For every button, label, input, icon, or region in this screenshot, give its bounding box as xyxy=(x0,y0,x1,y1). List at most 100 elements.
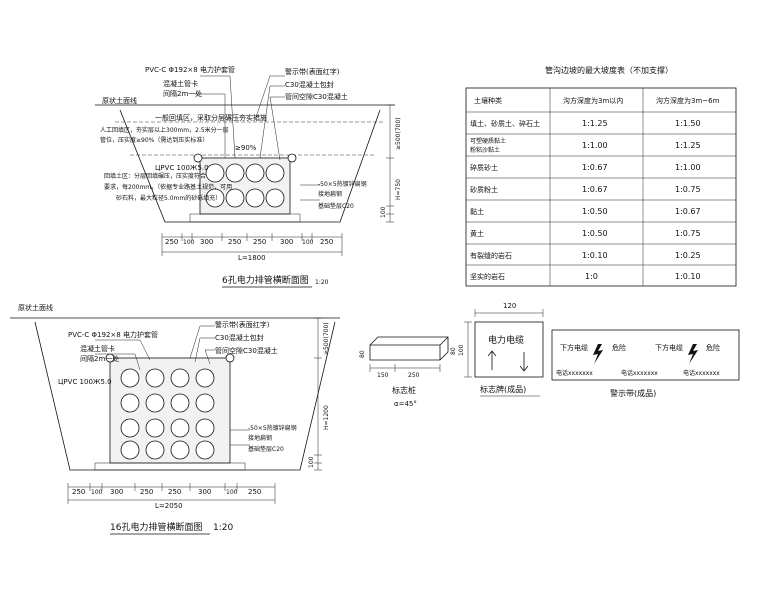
dim-6: 300 xyxy=(198,488,211,496)
post-dims xyxy=(369,364,441,372)
pipe xyxy=(245,188,265,208)
strip-phone-2: 电话xxxxxxx xyxy=(683,369,720,377)
dim-6: 300 xyxy=(280,238,293,246)
th-depth1: 沟方深度为3m以内 xyxy=(563,96,623,105)
title-16-hole: 16孔电力排管横断面图 xyxy=(110,521,202,533)
table-frame xyxy=(465,87,737,287)
pipe xyxy=(225,163,245,183)
label-c30: C30混凝土包封 xyxy=(285,80,334,89)
pipe xyxy=(195,368,215,388)
dim-vertical-ticks xyxy=(314,317,322,471)
label-warn-tape: 警示带(表面红字) xyxy=(285,67,340,76)
td-v1: 1:0.50 xyxy=(582,207,608,216)
plate-dim-h: 100 xyxy=(458,344,465,356)
pipe xyxy=(120,368,140,388)
lightning-icon xyxy=(688,344,698,364)
label-spacer-sub: 间隔2m一处 xyxy=(163,89,202,98)
strip-danger-2: 危险 xyxy=(706,343,720,352)
label-compact2: 管位，压实度≥90%（需达到压实标准） xyxy=(100,136,208,144)
label-original: 原状土面线 xyxy=(102,96,137,105)
dim-r2: H=750 xyxy=(395,179,402,200)
diagram-16-hole: 原状土面线 PVC-C Φ192×8 电力护套管 混凝土管卡 间隔2m一处 警示… xyxy=(10,303,340,535)
td-soil: 砂质粉土 xyxy=(470,185,498,194)
td-v2: 1:0.75 xyxy=(675,229,701,238)
label-steel: -50×5热镀锌扁钢 xyxy=(318,180,367,188)
leader xyxy=(194,337,215,363)
post-dim-h: 80 xyxy=(359,350,366,358)
table-col-lines xyxy=(549,88,644,286)
label-pvc: PVC-C Φ192×8 电力护套管 xyxy=(68,330,158,339)
dim-4: 250 xyxy=(140,488,153,496)
dim-3: 300 xyxy=(110,488,123,496)
dim-total: L=1800 xyxy=(238,254,266,262)
pipe xyxy=(145,368,165,388)
td-soil: 填土、砂质土、碎石土 xyxy=(470,119,540,128)
td-v1: 1:1.00 xyxy=(582,141,608,150)
leader xyxy=(204,349,215,365)
pipe xyxy=(265,163,285,183)
pipe xyxy=(170,393,190,413)
td-v2: 1:0.67 xyxy=(675,207,701,216)
dim-4: 250 xyxy=(228,238,241,246)
pipe xyxy=(120,440,140,460)
td-soil: 粉粘沙黏土 xyxy=(470,146,500,154)
label-base: 基础垫层C20 xyxy=(248,445,284,453)
label-warn-tape: 警示带(表面红字) xyxy=(215,320,270,329)
pipe xyxy=(145,393,165,413)
leader xyxy=(95,339,151,361)
leader xyxy=(195,93,226,158)
base-cushion xyxy=(94,462,246,471)
label-pvc2: ЦPVC 100Ж5.0 xyxy=(155,164,209,172)
pipe xyxy=(170,418,190,438)
td-v2: 1:0.25 xyxy=(675,251,701,260)
post-shape xyxy=(369,336,449,361)
arrow-down-icon xyxy=(519,352,529,372)
diagram-6-hole: PVC-C Φ192×8 电力护套管 混凝土管卡 间隔2m一处 警示带(表面红字… xyxy=(95,65,402,288)
label-original: 原状土面线 xyxy=(18,303,53,312)
label-spacer-sub: 间隔2m一处 xyxy=(80,354,119,363)
td-v1: 1:1.25 xyxy=(582,119,608,128)
label-c30: C30混凝土包封 xyxy=(215,333,264,342)
pipe xyxy=(170,368,190,388)
dim-ticks xyxy=(161,233,343,256)
td-v1: 1:0.10 xyxy=(582,251,608,260)
strip-label-2: 下方电缆 xyxy=(655,343,683,352)
td-soil: 有裂缝的岩石 xyxy=(470,251,512,260)
label-steel2: 接地扁钢 xyxy=(248,434,272,442)
dim-7: 100 xyxy=(226,489,238,496)
post-dim-w: 80 xyxy=(450,347,457,355)
plate-text: 电力电缆 xyxy=(488,334,524,346)
pipe xyxy=(145,440,165,460)
dim-7: 100 xyxy=(302,239,314,246)
th-soil: 土壤种类 xyxy=(474,96,502,105)
strip-danger-1: 危险 xyxy=(612,343,626,352)
dim-1: 250 xyxy=(165,238,178,246)
td-soil: 碎质砂土 xyxy=(470,163,498,172)
dim-1: 250 xyxy=(72,488,85,496)
dim-2: 100 xyxy=(183,239,195,246)
pipe xyxy=(245,163,265,183)
dim-total: L=2050 xyxy=(155,502,183,510)
post-dim-b: 250 xyxy=(408,372,420,379)
small-pipe xyxy=(225,353,235,363)
td-v1: 1:0.67 xyxy=(582,163,608,172)
table-row-lines xyxy=(466,111,736,266)
pipe-grid xyxy=(120,368,215,460)
td-soil: 坚实的岩石 xyxy=(470,272,505,281)
strip-phone-mid: 电话xxxxxxx xyxy=(621,369,658,377)
dim-5: 250 xyxy=(253,238,266,246)
label-band3: 砂石料，最大粒径5.0mm的砂砾填充） xyxy=(116,194,221,202)
td-v1: 1:0.67 xyxy=(582,185,608,194)
plate-frame xyxy=(474,321,544,378)
strip-phone-1: 电话xxxxxxx xyxy=(556,369,593,377)
label-fill-side: 管间空隙C30混凝土 xyxy=(215,346,278,355)
td-v1: 1:0.50 xyxy=(582,229,608,238)
dim-2: 100 xyxy=(91,489,103,496)
pipe-grid xyxy=(205,163,285,208)
scale-6-hole: 1:20 xyxy=(315,279,329,286)
leader xyxy=(254,75,285,121)
label-pct: ≥90% xyxy=(235,144,257,152)
small-pipe xyxy=(193,153,203,163)
dim-r3: 100 xyxy=(380,206,387,218)
pipe xyxy=(265,188,285,208)
